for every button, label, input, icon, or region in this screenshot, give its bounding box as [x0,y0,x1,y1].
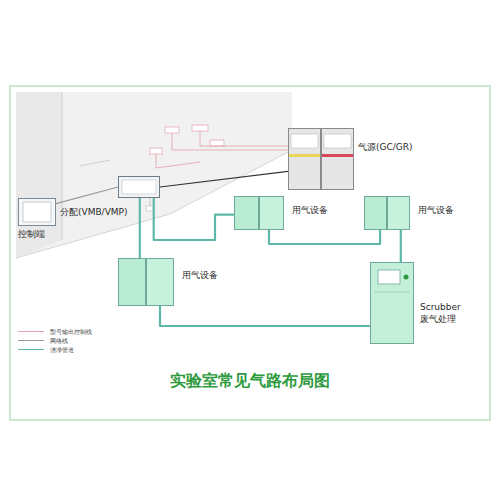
clean-pipe [400,230,402,262]
node-label: 废气处理 [420,314,456,325]
legend-row: 型号输出控制线 [18,327,92,336]
legend-sample [18,340,44,341]
gas-equipment: 用气设备 [234,196,284,230]
equip-shape [234,196,284,230]
legend-row: 网络线 [18,336,92,345]
scrubber-cabinet: Scrubber废气处理 [370,262,414,344]
gas-shape [288,128,354,190]
control-line [160,171,288,187]
dist-shape [118,176,160,198]
node-label: 用气设备 [182,270,218,281]
legend-text: 网络线 [50,337,68,345]
diagram-title: 实验室常见气路布局图 [0,371,500,392]
gas-source-cabinet: 气源(GC/GR) [288,128,354,190]
node-label: 分配(VMB/VMP) [60,207,128,218]
node-label: 用气设备 [292,205,328,216]
legend-text: 洁净管道 [50,346,74,354]
node-label: 用气设备 [418,205,454,216]
equip-shape [364,196,410,230]
distribution-box: 分配(VMB/VMP) [118,176,160,198]
gas-equipment: 用气设备 [364,196,410,230]
clean-pipe [139,198,141,258]
network-line [56,187,118,204]
panel-shape [18,198,56,226]
node-label: 控制端 [18,229,45,240]
scrub-shape [370,262,414,344]
node-label: 气源(GC/GR) [358,142,413,153]
clean-pipe [160,306,370,326]
node-label: Scrubber [420,302,461,313]
equip-shape [118,258,174,306]
gas-equipment: 用气设备 [118,258,174,306]
control-terminal: 控制端 [18,198,56,226]
legend: 型号输出控制线网络线洁净管道 [18,327,92,354]
clean-pipe [269,230,380,244]
legend-text: 型号输出控制线 [50,328,92,336]
clean-pipe [154,198,234,240]
legend-sample [18,349,44,350]
legend-sample [18,331,44,332]
legend-row: 洁净管道 [18,345,92,354]
